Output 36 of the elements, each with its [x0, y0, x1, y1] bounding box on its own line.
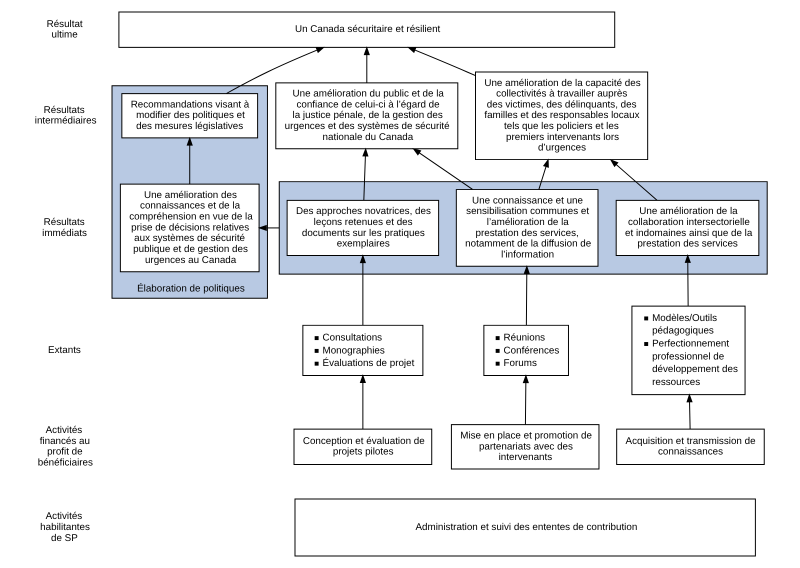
node-box: Acquisition et transmission de connaissances	[616, 428, 764, 466]
node-box: Des approches novatrices, des leçons retenues et des documents sur les pratiques exemplaires	[286, 200, 439, 256]
label: Activités habilitantes de SP	[40, 511, 90, 544]
arrow	[362, 148, 368, 201]
node-box: Conception et évaluation de projets pilotes	[293, 428, 432, 466]
arrow	[522, 374, 528, 425]
arrow	[684, 254, 690, 306]
arrow	[412, 148, 472, 190]
node-box: Administration et suivi des ententes de contribution	[294, 498, 756, 556]
node-box: Modèles/Outils pédagogiques Perfectionnement professionnel de développement des ressources	[630, 306, 746, 396]
arrow	[538, 158, 548, 190]
node-box: Une connaissance et une sensibilisation communes et l’amélioration de la prestation des services, notamment de la diffusion de l’information	[455, 189, 598, 267]
arrow	[363, 46, 370, 83]
arrow	[523, 265, 530, 326]
arrow	[359, 254, 366, 326]
node-box: Un Canada sécuritaire et résilient	[118, 12, 615, 48]
node-box: Consultations Monographies Évaluations de projet	[302, 324, 423, 376]
label: Activités financés au profit de bénéficiaires	[37, 425, 92, 469]
node-box: Une amélioration de la capacité des collectivités à travailler auprès des victimes, des délinquants, des familles et des responsables locaux tels que les policiers et les premiers intervenants lors d’urgences	[474, 72, 648, 160]
node-box: Recommandations visant à modifier des politiques et des mesures législatives	[120, 93, 258, 138]
label: Résultat ultime	[46, 18, 82, 41]
arrow	[225, 46, 324, 94]
arrow	[686, 393, 692, 430]
node-box: Une amélioration de la collaboration intersectorielle et indomaines ainsi que de la prestation des services	[615, 200, 759, 256]
node-box: Une amélioration des connaissances et de la compréhension en vue de la prise de décisions relatives aux systèmes de sécurité publique et de gestion des urgences au Canada	[119, 184, 260, 272]
label: Extants	[48, 344, 80, 356]
node-box: Réunions Conférences Forums	[482, 324, 568, 376]
node-box: Une amélioration du public et de la confiance de celui-ci à l’égard de la justice pénale, de la gestion des urgences et des systèmes de sécurité nationale du Canada	[274, 82, 458, 150]
label: Résultats immédiats	[42, 216, 86, 239]
arrow	[257, 224, 280, 232]
arrow	[406, 46, 476, 76]
arrow	[609, 158, 658, 201]
node-box: Mise en place et promotion de partenariats avec des intervenants	[450, 424, 599, 470]
label: Résultats intermédiaires	[34, 104, 96, 127]
arrow	[186, 136, 192, 185]
arrow	[359, 374, 366, 430]
